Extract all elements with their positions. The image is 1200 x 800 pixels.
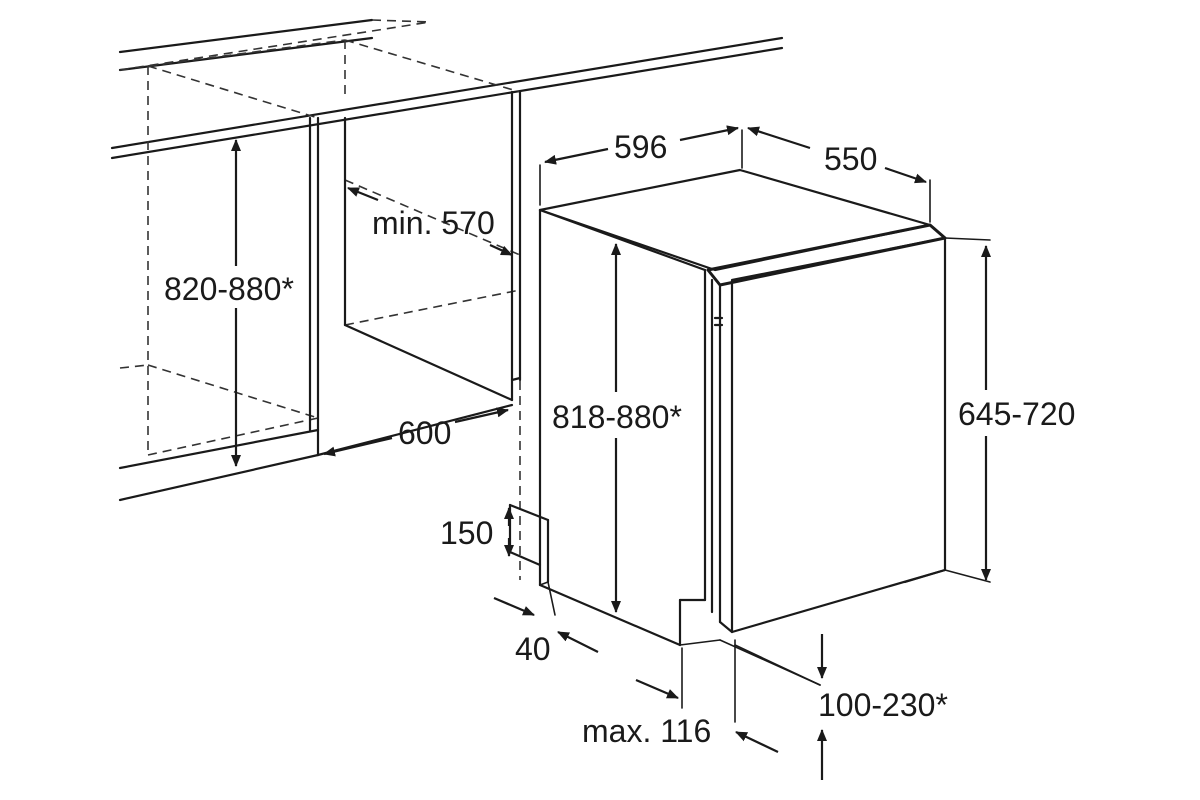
dimension-plinth-gap: 100-230* <box>734 634 948 780</box>
dimension-door-height: 645-720 <box>944 237 1095 583</box>
dimension-width: 596 <box>539 125 743 206</box>
door-height-label: 645-720 <box>958 396 1075 432</box>
niche-height-label: 820-880* <box>164 271 294 307</box>
left-cabinet <box>118 116 320 502</box>
niche-depth-label: min. 570 <box>372 205 495 241</box>
plinth-setback-label: 40 <box>515 631 551 667</box>
worktop <box>110 18 784 160</box>
plinth-gap-label: 100-230* <box>818 687 948 723</box>
depth-label: 550 <box>824 141 877 177</box>
niche-outline <box>119 39 521 580</box>
dimension-appliance-height: 818-880* <box>550 243 695 613</box>
appliance-height-label: 818-880* <box>552 399 682 435</box>
dimension-plinth-height: 150 <box>440 507 514 557</box>
dishwasher-body <box>538 168 947 647</box>
width-label: 596 <box>614 129 667 165</box>
dimension-plinth-setback: 40 <box>493 596 599 667</box>
dimension-niche-depth: min. 570 <box>347 186 513 257</box>
right-cabinet <box>316 90 522 457</box>
niche-width-label: 600 <box>398 415 451 451</box>
dimension-depth: 550 <box>747 126 931 223</box>
dimension-niche-width: 600 <box>323 407 509 457</box>
door-panel <box>710 236 947 634</box>
plinth-height-label: 150 <box>440 515 493 551</box>
plinth <box>508 503 821 723</box>
dimension-plinth-depth: max. 116 <box>582 678 779 753</box>
plinth-depth-label: max. 116 <box>582 713 711 749</box>
dimension-niche-height: 820-880* <box>162 139 308 467</box>
